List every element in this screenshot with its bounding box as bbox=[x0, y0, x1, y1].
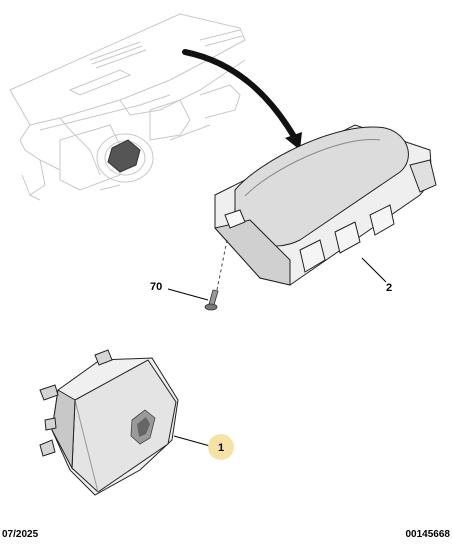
driver-airbag-module bbox=[39, 349, 179, 496]
screw-part bbox=[204, 239, 228, 311]
pointer-arrow bbox=[182, 49, 302, 150]
callout-70: 70 bbox=[150, 281, 162, 293]
callout-1: 1 bbox=[218, 442, 224, 454]
passenger-airbag-module bbox=[214, 124, 437, 286]
callout-2: 2 bbox=[386, 282, 392, 294]
footer-reference: 00145668 bbox=[405, 529, 451, 540]
callout-1-highlight bbox=[208, 434, 234, 460]
footer-date: 07/2025 bbox=[2, 529, 39, 540]
leader-lines bbox=[167, 257, 387, 447]
steering-hub-highlight bbox=[107, 139, 141, 173]
dashboard-illustration bbox=[9, 13, 246, 201]
